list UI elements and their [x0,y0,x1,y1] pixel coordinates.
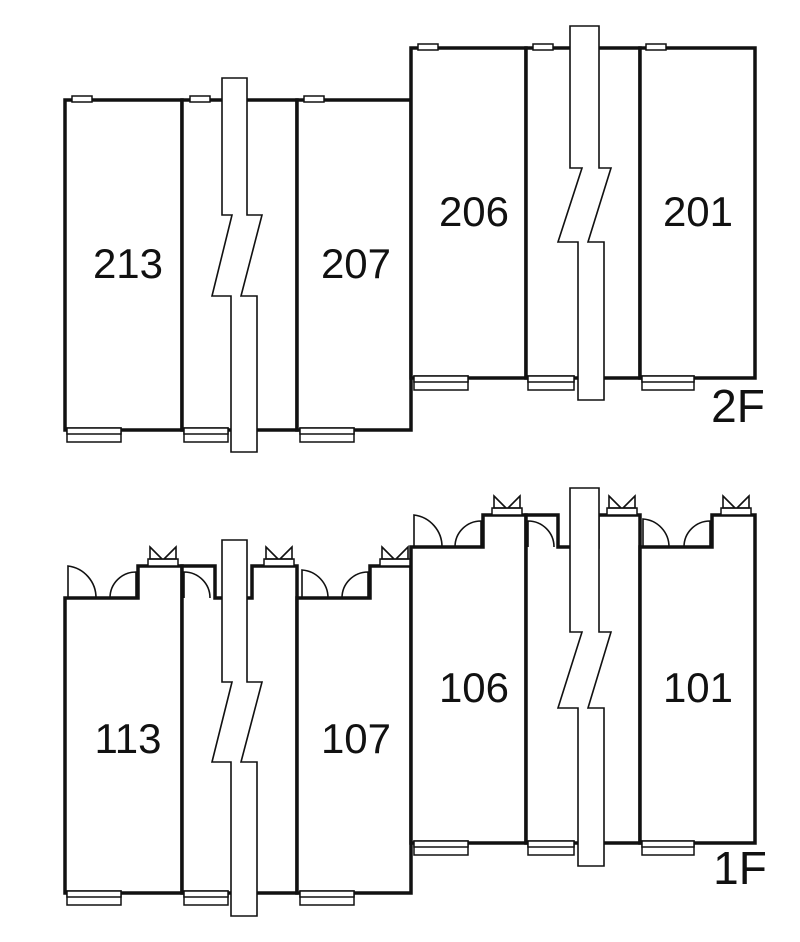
room-label-106: 106 [439,664,509,711]
unit-213 [63,98,184,432]
unit-207 [295,98,413,432]
room-label-113: 113 [95,715,162,762]
meter-boxes-1f [147,494,752,567]
room-label-207: 207 [321,240,391,287]
top-vents-2f [71,43,667,103]
bottom-windows-1f [66,840,695,906]
room-label-206: 206 [439,188,509,235]
room-label-107: 107 [321,715,391,762]
break-mark-left-2f [210,77,264,453]
entrance-doors-1f [67,514,711,599]
break-mark-right-1f [556,487,613,867]
break-mark-right-2f [556,25,613,401]
break-mark-left-1f [210,539,264,917]
floor-2f: 213 207 206 201 2F [63,25,765,453]
bottom-windows-2f [66,375,695,443]
unit-201 [638,46,757,380]
room-label-213: 213 [93,240,163,287]
room-label-201: 201 [663,188,733,235]
floor-1f: 113 107 106 101 1F [63,487,767,917]
floor-label-2f: 2F [711,380,765,432]
room-label-101: 101 [663,664,733,711]
unit-101 [638,513,757,845]
floor-label-1f: 1F [713,842,767,894]
